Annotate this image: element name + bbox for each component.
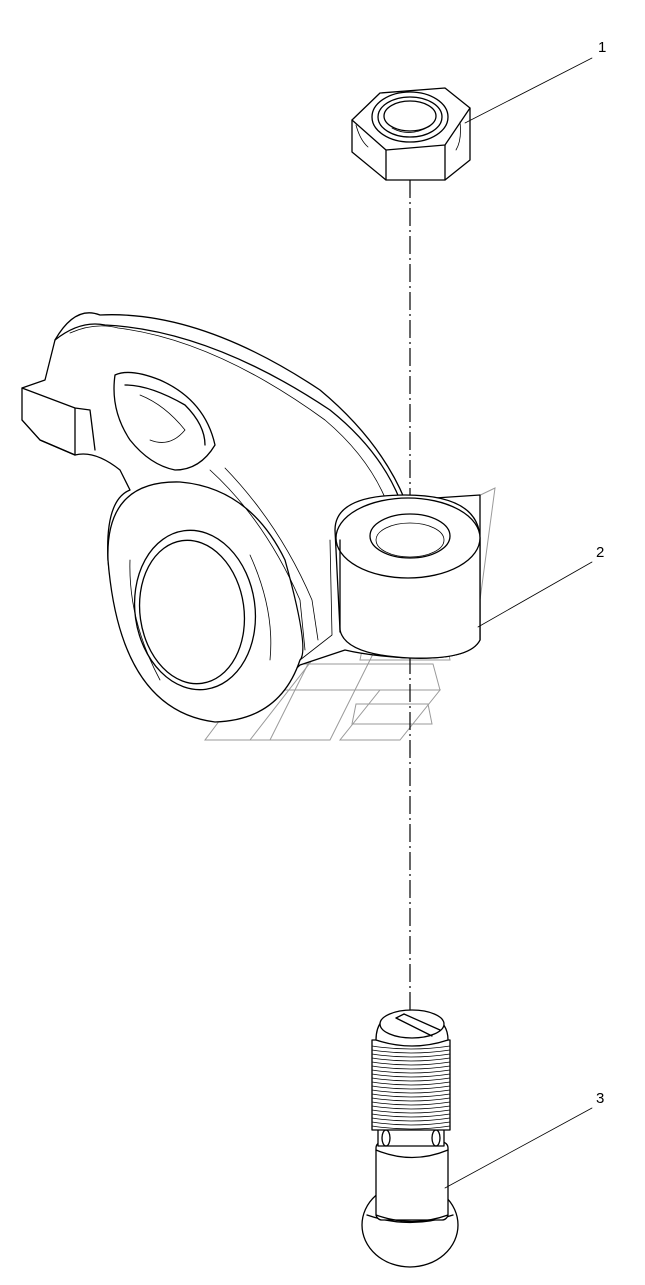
- callout-2: 2: [477, 544, 604, 628]
- thread-line: [371, 1113, 451, 1118]
- callout-label-2: 2: [596, 544, 604, 561]
- thread-line: [371, 1061, 451, 1066]
- thread-line: [371, 1097, 451, 1102]
- thread-line: [371, 1085, 451, 1090]
- callout-label-3: 3: [596, 1090, 604, 1107]
- thread-line: [371, 1117, 451, 1122]
- callout-3: 3: [444, 1090, 604, 1189]
- thread-line: [371, 1069, 451, 1074]
- thread-line: [371, 1053, 451, 1058]
- thread-line: [371, 1073, 451, 1078]
- callout-label-1: 1: [598, 39, 606, 56]
- thread-line: [371, 1077, 451, 1082]
- thread-line: [371, 1093, 451, 1098]
- thread-line: [371, 1045, 451, 1050]
- thread-line: [371, 1101, 451, 1106]
- thread-line: [371, 1049, 451, 1054]
- thread-line: [371, 1089, 451, 1094]
- thread-line: [371, 1121, 451, 1126]
- thread-line: [371, 1065, 451, 1070]
- nut: [351, 87, 471, 181]
- thread-line: [371, 1125, 451, 1130]
- thread-line: [371, 1105, 451, 1110]
- rocker-arm: [21, 312, 481, 723]
- thread-line: [371, 1081, 451, 1086]
- adjusting-screw: [361, 1009, 459, 1268]
- thread-line: [371, 1109, 451, 1114]
- callout-1: 1: [464, 39, 606, 124]
- thread-line: [371, 1057, 451, 1062]
